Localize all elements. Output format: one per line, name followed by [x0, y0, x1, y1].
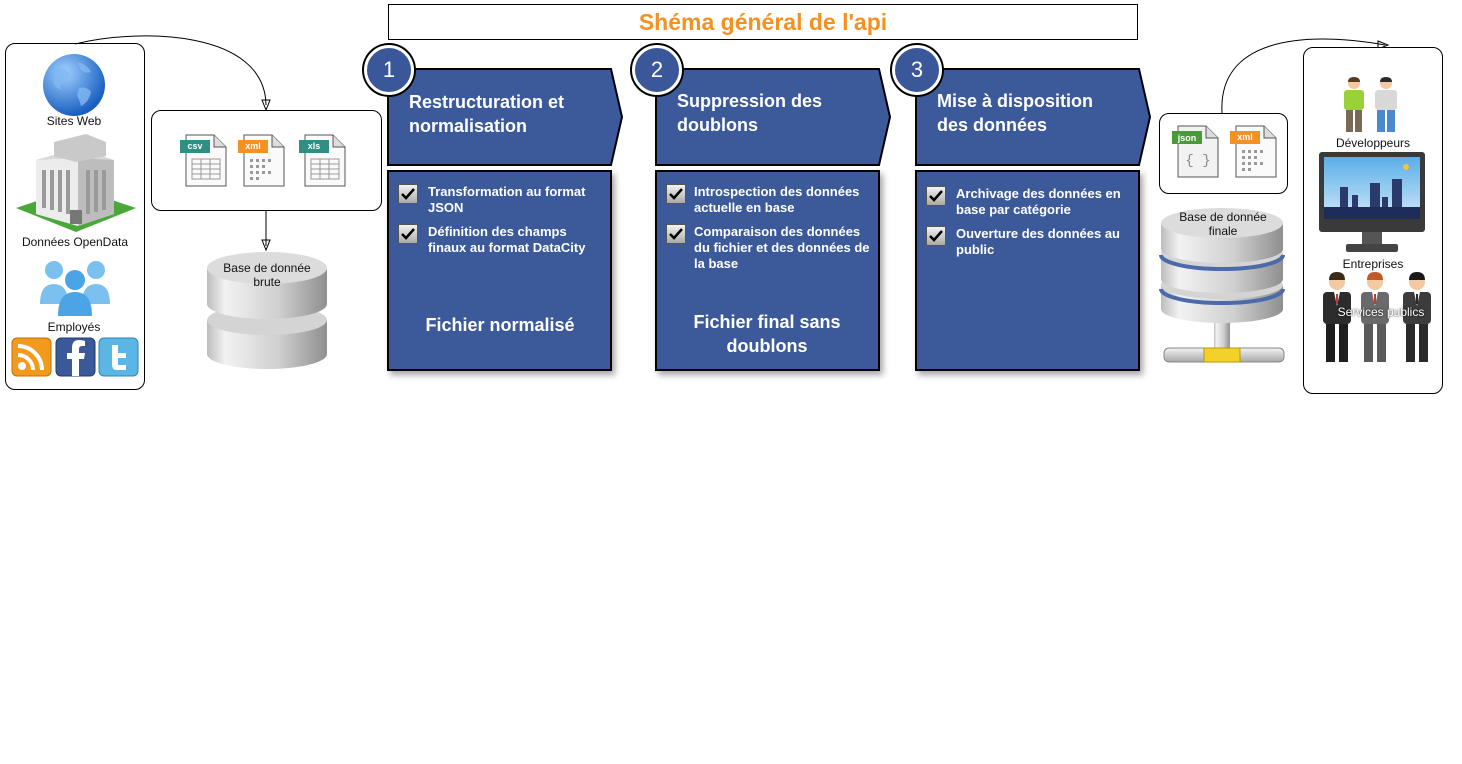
step-3-header	[915, 68, 1152, 166]
diagram-title: Shéma général de l'api	[388, 4, 1138, 40]
step-3-item: Ouverture des données au public	[926, 226, 1131, 258]
xml-output-label: xml	[1237, 132, 1253, 142]
employes-label: Employés	[47, 320, 101, 334]
raw-database-icon	[207, 252, 327, 369]
step-1-title: Restructuration et normalisation	[409, 92, 565, 136]
final-database-icon	[1159, 208, 1285, 363]
json-label: json	[1177, 133, 1197, 143]
opendata-label: Données OpenData	[21, 235, 129, 249]
step-1-header	[387, 68, 624, 166]
step-3-item: Archivage des données en base par catégo…	[926, 186, 1131, 218]
step-2-header	[655, 68, 892, 166]
checkbox-icon	[398, 224, 418, 244]
step-1-item: Transformation au format JSON	[398, 184, 603, 216]
xml-file-icon	[238, 134, 285, 187]
checkbox-icon	[926, 226, 946, 246]
checkbox-icon	[666, 224, 686, 244]
xls-label: xls	[307, 141, 321, 151]
step-1-result: Fichier normalisé	[425, 315, 575, 335]
step-2-result: Fichier final sans doublons	[693, 312, 841, 356]
developpeurs-label: Développeurs	[1335, 136, 1411, 150]
services-publics-label: Services publics	[1337, 305, 1425, 319]
step-2-item: Comparaison des données du fichier et de…	[666, 224, 878, 272]
step-3-title: Mise à disposition des données	[937, 91, 1094, 135]
xml-label: xml	[245, 141, 261, 151]
step-1-item: Définition des champs finaux au format D…	[398, 224, 603, 256]
business-people-icon	[1323, 272, 1431, 362]
monitor-icon	[1319, 152, 1425, 252]
xml-output-file-icon	[1230, 125, 1277, 178]
facebook-icon	[55, 337, 96, 377]
rss-icon	[11, 337, 52, 377]
csv-file-icon	[180, 134, 227, 187]
csv-label: csv	[187, 141, 203, 151]
entreprises-label: Entreprises	[1342, 257, 1404, 271]
checkbox-icon	[398, 184, 418, 204]
twitter-icon	[98, 337, 139, 377]
step-2-number: 2	[632, 45, 682, 95]
raw-db-label: Base de donnée brute	[223, 261, 311, 289]
checkbox-icon	[666, 184, 686, 204]
step-1-body	[387, 170, 612, 371]
employees-icon	[40, 261, 110, 316]
json-file-icon: { }	[1172, 125, 1219, 178]
step-1-number: 1	[364, 45, 414, 95]
sites-web-label: Sites Web	[46, 114, 102, 128]
svg-text:{ }: { }	[1185, 153, 1210, 169]
globe-icon	[43, 54, 105, 116]
step-2-title: Suppression des doublons	[677, 91, 823, 135]
step-2-item: Introspection des données actuelle en ba…	[666, 184, 878, 216]
checkbox-icon	[926, 186, 946, 206]
step-2-body	[655, 170, 880, 371]
developers-icon	[1344, 77, 1397, 132]
xls-file-icon	[299, 134, 346, 187]
step-3-number: 3	[892, 45, 942, 95]
building-icon	[16, 134, 136, 232]
final-db-label: Base de donnée finale	[1179, 210, 1267, 238]
step-3-body	[915, 170, 1140, 371]
